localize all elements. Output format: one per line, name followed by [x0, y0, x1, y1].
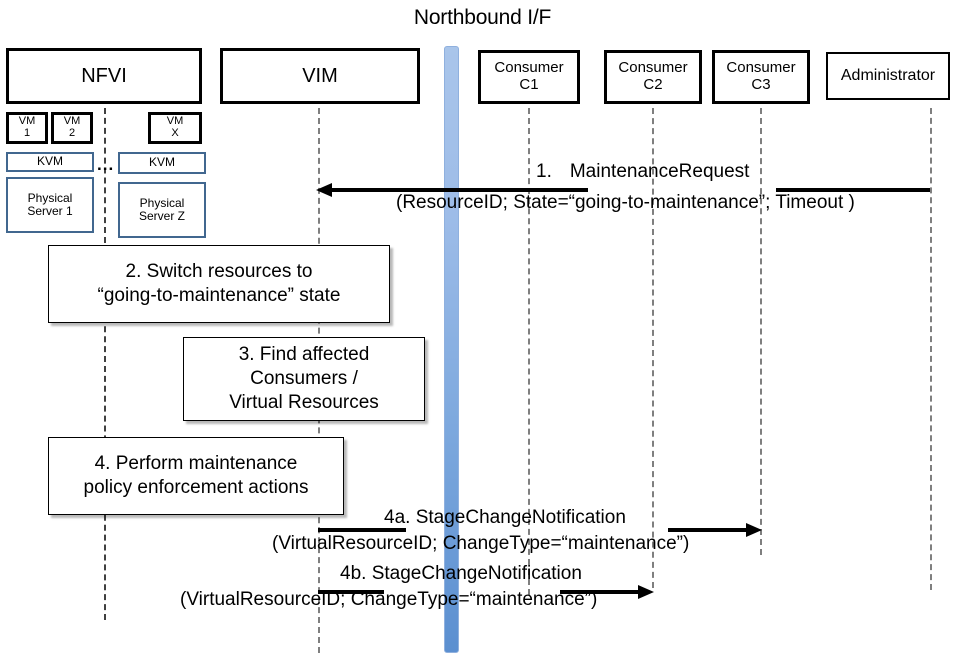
message-1-number: 1.	[536, 161, 552, 182]
lifeline-head-consumer-c2-label: Consumer	[618, 59, 688, 77]
lifeline-head-consumer-c1-id: C1	[519, 76, 539, 93]
vm-box-1-label: VM	[18, 115, 36, 128]
message-1-name: 1. MaintenanceRequest	[536, 161, 749, 182]
process-box-3-line3: Virtual Resources	[229, 392, 379, 414]
lifeline-head-vim-label: VIM	[302, 64, 338, 87]
kvm-box-left-label: KVM	[36, 154, 63, 169]
vm-box-x-label: VM	[166, 115, 184, 128]
message-1-line-right	[776, 188, 930, 192]
process-box-4-line1: 4. Perform maintenance	[94, 452, 298, 474]
message-1-arrowhead	[316, 183, 332, 197]
process-box-3-line2: Consumers /	[250, 367, 358, 389]
message-4b-arrowhead	[638, 585, 654, 599]
process-box-4[interactable]: 4. Perform maintenance policy enforcemen…	[48, 437, 344, 515]
message-4b-name: 4b. StageChangeNotification	[340, 563, 582, 584]
lifeline-c2	[652, 108, 654, 588]
lifeline-c1	[528, 108, 530, 595]
lifeline-head-consumer-c3[interactable]: Consumer C3	[712, 50, 810, 104]
lifeline-head-consumer-c1-label: Consumer	[494, 59, 564, 77]
message-1-line-left	[330, 188, 588, 192]
process-box-2-line2: “going-to-maintenance” state	[97, 285, 341, 306]
message-4a-name: 4a. StageChangeNotification	[384, 507, 626, 528]
physical-server-left[interactable]: Physical Server 1	[6, 177, 94, 233]
message-4b-line-right	[560, 590, 638, 594]
message-1-params: (ResourceID; State=“going-to-maintenance…	[396, 192, 855, 213]
vm-box-x[interactable]: VM X	[148, 112, 202, 144]
vm-box-2-index: 2	[68, 127, 76, 139]
nfvi-ellipsis: ...	[97, 155, 115, 174]
lifeline-head-administrator-label: Administrator	[840, 67, 936, 85]
lifeline-head-consumer-c2[interactable]: Consumer C2	[604, 50, 702, 104]
kvm-box-right[interactable]: KVM	[118, 152, 206, 174]
message-4a-arrowhead	[746, 523, 762, 537]
physical-server-right[interactable]: Physical Server Z	[118, 182, 206, 238]
physical-server-left-line1: Physical	[27, 190, 73, 205]
lifeline-head-administrator[interactable]: Administrator	[826, 52, 950, 100]
vm-box-1-index: 1	[23, 127, 31, 139]
lifeline-head-nfvi-label: NFVI	[81, 64, 127, 87]
lifeline-c3	[760, 108, 762, 555]
message-4a-line-left	[318, 528, 406, 532]
message-4b-line-left	[318, 590, 384, 594]
lifeline-head-consumer-c1[interactable]: Consumer C1	[478, 50, 580, 104]
lifeline-nfvi	[104, 108, 106, 620]
vm-box-x-index: X	[171, 127, 179, 139]
kvm-box-left[interactable]: KVM	[6, 152, 94, 172]
kvm-box-right-label: KVM	[148, 155, 175, 170]
physical-server-left-line2: Server 1	[27, 204, 73, 218]
process-box-3[interactable]: 3. Find affected Consumers / Virtual Res…	[183, 337, 425, 421]
process-box-2[interactable]: 2. Switch resources to “going-to-mainten…	[48, 245, 390, 323]
lifeline-head-consumer-c2-id: C2	[643, 76, 663, 93]
lifeline-head-vim[interactable]: VIM	[220, 48, 420, 104]
process-box-4-line2: policy enforcement actions	[83, 477, 309, 498]
northbound-interface-bar	[444, 46, 459, 653]
physical-server-right-line1: Physical	[139, 195, 185, 210]
lifeline-head-consumer-c3-id: C3	[751, 76, 771, 93]
lifeline-admin	[930, 108, 932, 590]
diagram-title: Northbound I/F	[413, 6, 552, 29]
message-1-title: MaintenanceRequest	[569, 161, 750, 182]
lifeline-head-consumer-c3-label: Consumer	[726, 59, 796, 77]
process-box-2-line1: 2. Switch resources to	[125, 260, 313, 282]
vm-box-2[interactable]: VM 2	[51, 112, 93, 144]
message-4a-line-right	[668, 528, 746, 532]
vm-box-2-label: VM	[63, 115, 81, 128]
message-4a-params: (VirtualResourceID; ChangeType=“maintena…	[272, 533, 690, 554]
lifeline-head-nfvi[interactable]: NFVI	[6, 48, 202, 104]
physical-server-right-line2: Server Z	[138, 209, 185, 223]
message-4b-params: (VirtualResourceID; ChangeType=“maintena…	[180, 589, 598, 610]
vm-box-1[interactable]: VM 1	[6, 112, 48, 144]
process-box-3-line1: 3. Find affected	[238, 343, 370, 365]
